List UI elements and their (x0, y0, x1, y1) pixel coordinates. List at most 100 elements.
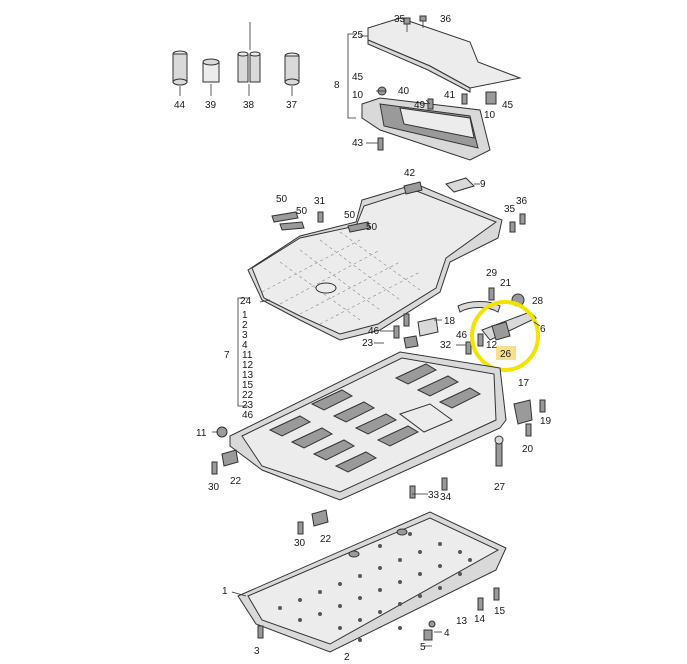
label-50-d: 50 (366, 222, 378, 233)
bolt-20 (525, 423, 532, 437)
bolt-43 (377, 137, 384, 151)
sleeve-set-38 (237, 22, 261, 83)
bolt-27 (494, 435, 504, 467)
label-29: 29 (486, 268, 498, 279)
label-27: 27 (494, 482, 506, 493)
screw-36-top (419, 15, 427, 28)
label-36-mid: 36 (516, 196, 528, 207)
label-35-mid: 35 (504, 204, 516, 215)
bracket-17 (513, 399, 533, 425)
label-15: 15 (494, 606, 506, 617)
bottom-plate (237, 511, 507, 653)
upper-housing-cover (247, 183, 503, 341)
label-44: 44 (174, 100, 186, 111)
bolt-19 (539, 399, 546, 413)
label-1: 1 (222, 586, 228, 597)
screw-35-top (403, 17, 411, 32)
label-30-a: 30 (208, 482, 220, 493)
plate-22 (221, 449, 239, 467)
label-7-list-7: 13 (242, 370, 254, 381)
label-5: 5 (420, 642, 426, 653)
bolt-35b (509, 221, 516, 233)
label-37: 37 (286, 100, 298, 111)
gasket-50b (279, 221, 305, 231)
label-50-a: 50 (276, 194, 288, 205)
cover-strip (367, 17, 522, 93)
bolt-15 (493, 587, 500, 601)
label-41: 41 (444, 90, 456, 101)
label-25: 25 (352, 30, 364, 41)
sensor-26 (491, 321, 511, 341)
bolt-34 (441, 477, 448, 491)
label-7-list-11: 46 (242, 410, 254, 421)
battery-housing-frame (229, 351, 507, 501)
label-28: 28 (532, 296, 544, 307)
label-10-bracket: 10 (352, 90, 364, 101)
label-3: 3 (254, 646, 260, 657)
label-17: 17 (518, 378, 530, 389)
sleeve-44 (172, 50, 188, 86)
label-14: 14 (474, 614, 486, 625)
label-2: 2 (344, 652, 350, 663)
connector-18 (417, 317, 439, 337)
bolt-32 (465, 341, 472, 355)
bolt-11 (216, 426, 228, 438)
part-26-tag (496, 346, 516, 360)
plate-22b (311, 509, 329, 527)
label-7-list-5: 11 (242, 350, 253, 361)
label-8: 8 (334, 80, 340, 91)
label-9: 9 (480, 179, 486, 190)
label-49: 49 (414, 100, 426, 111)
label-22-a: 22 (230, 476, 242, 487)
leader-lines (179, 35, 541, 647)
label-20: 20 (522, 444, 534, 455)
bracket-8-line (347, 33, 356, 119)
label-13: 13 (456, 616, 468, 627)
bolt-46b (477, 333, 484, 347)
label-46-a: 46 (368, 326, 380, 337)
gasket-50c (347, 221, 371, 233)
bolt-5 (423, 629, 433, 641)
label-50-b: 50 (296, 206, 308, 217)
bolt-49 (427, 98, 434, 110)
upper-tray (361, 97, 491, 161)
label-33: 33 (428, 490, 440, 501)
label-7-list-8: 15 (242, 380, 254, 391)
sleeve-37 (284, 52, 300, 86)
label-19: 19 (540, 416, 552, 427)
bolt-33 (409, 485, 416, 499)
label-7-list-3: 3 (242, 330, 248, 341)
label-32: 32 (440, 340, 452, 351)
bolt-30 (211, 461, 218, 475)
cover-9 (445, 177, 475, 193)
label-7-list-1: 1 (242, 310, 248, 321)
pad-42 (403, 181, 423, 195)
label-45: 45 (502, 100, 514, 111)
nut-4 (428, 620, 436, 628)
label-42: 42 (404, 168, 416, 179)
label-7: 7 (224, 350, 230, 361)
label-7-list-2: 2 (242, 320, 248, 331)
label-38: 38 (243, 100, 255, 111)
bolt-12 (403, 313, 410, 327)
highlight-circle (470, 300, 540, 372)
label-26: 26 (500, 349, 512, 360)
bolt-46a (393, 325, 400, 339)
label-35-top: 35 (394, 14, 406, 25)
bolt-31 (317, 211, 324, 223)
label-10: 10 (484, 110, 496, 121)
bolt-1 (257, 625, 264, 639)
label-24: 24 (240, 296, 252, 307)
label-18: 18 (444, 316, 456, 327)
label-6: 6 (540, 324, 546, 335)
bolt-41 (461, 93, 468, 105)
label-7-list-6: 12 (242, 360, 254, 371)
bolt-14 (477, 597, 484, 611)
label-39: 39 (205, 100, 217, 111)
label-21: 21 (500, 278, 512, 289)
label-36-top: 36 (440, 14, 452, 25)
label-4: 4 (444, 628, 450, 639)
bracket-3 (403, 335, 419, 349)
label-46-b: 46 (456, 330, 468, 341)
